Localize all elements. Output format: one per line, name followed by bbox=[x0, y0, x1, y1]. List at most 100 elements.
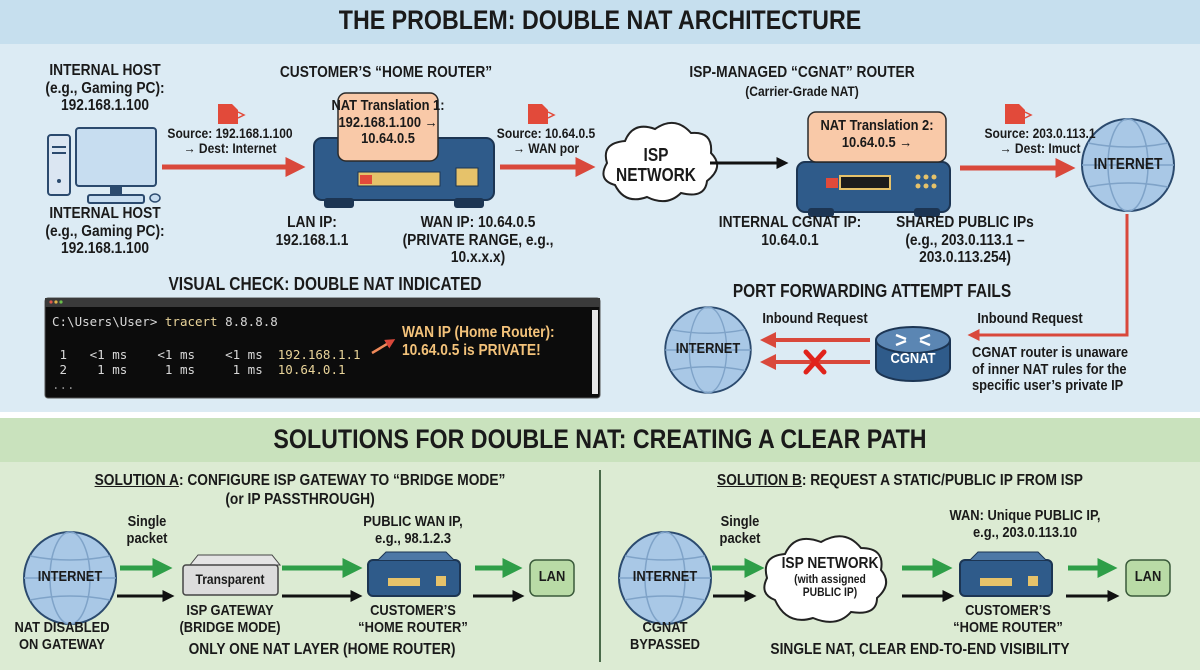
ip-title: SHARED PUBLIC IPs bbox=[896, 214, 1034, 231]
terminal-ellipsis: ... bbox=[52, 377, 75, 392]
lan-box bbox=[1125, 559, 1171, 597]
internet-label: INTERNET bbox=[37, 568, 103, 585]
solution-a-text: : CONFIGURE ISP GATEWAY TO “BRIDGE MODE” bbox=[178, 472, 506, 489]
problem-title: THE PROBLEM: DOUBLE NAT ARCHITECTURE bbox=[338, 5, 862, 35]
packet-source: Source: 203.0.113.1 bbox=[984, 125, 1096, 141]
ip-range: 203.0.113.254) bbox=[919, 249, 1011, 267]
lan-ip-title: LAN IP: bbox=[287, 214, 337, 231]
wan-ip-range: (PRIVATE RANGE, e.g., bbox=[402, 231, 554, 249]
host-ip: 192.168.1.100 bbox=[60, 97, 150, 115]
cloud-line: PUBLIC IP) bbox=[802, 584, 858, 599]
cloud-icon bbox=[763, 535, 888, 623]
note-line: CGNAT router is unaware bbox=[972, 344, 1129, 361]
solution-b-label: SOLUTION B bbox=[717, 472, 802, 489]
label-line: (BRIDGE MODE) bbox=[179, 618, 281, 636]
packet-dest: → Dest: Internet bbox=[183, 140, 277, 157]
nat-line: 10.64.0.5 → bbox=[841, 133, 913, 151]
packet-source: Source: 192.168.1.100 bbox=[167, 125, 293, 141]
terminal-annotation: WAN IP (Home Router): 10.64.0.5 is PRIVA… bbox=[402, 324, 555, 359]
packet1-label: Source: 192.168.1.100 → Dest: Internet bbox=[167, 125, 293, 157]
packet3-label: Source: 203.0.113.1 → Dest: Imuct bbox=[984, 125, 1096, 157]
internet-label: INTERNET bbox=[632, 568, 698, 585]
host-label-bottom: INTERNAL HOST (e.g., Gaming PC): 192.168… bbox=[45, 205, 164, 258]
note-line: BYPASSED bbox=[629, 635, 701, 653]
label-line: “HOME ROUTER” bbox=[953, 618, 1063, 636]
label-line: “HOME ROUTER” bbox=[358, 618, 468, 636]
annotation-line: WAN IP (Home Router): bbox=[402, 324, 555, 341]
public-wan-ip-label: PUBLIC WAN IP,e.g., 98.1.2.3 bbox=[363, 513, 463, 547]
host-name: INTERNAL HOST bbox=[49, 62, 161, 79]
packet-line: packet bbox=[126, 529, 168, 547]
hop-ip: 10.64.0.1 bbox=[277, 362, 346, 377]
wan-ip-label: WAN IP: 10.64.0.5 (PRIVATE RANGE, e.g., … bbox=[403, 214, 554, 267]
cgnat-router-icon bbox=[796, 111, 951, 217]
times: 1 ms 1 ms 1 ms bbox=[67, 362, 278, 377]
packet-line: Single bbox=[127, 513, 167, 530]
label-line: CUSTOMER’S bbox=[370, 602, 456, 619]
solutions-title-band bbox=[0, 418, 1200, 462]
internet-label: INTERNET bbox=[1093, 156, 1163, 173]
isp-gateway-icon bbox=[182, 554, 282, 596]
host-name: INTERNAL HOST bbox=[49, 205, 161, 222]
packet-dest: → Dest: Imuct bbox=[999, 140, 1081, 157]
note-line: CGNAT bbox=[642, 619, 688, 636]
note-line: of inner NAT rules for the bbox=[972, 360, 1127, 378]
solution-b-heading: SOLUTION B: REQUEST A STATIC/PUBLIC IP F… bbox=[717, 472, 1083, 490]
lan-label: LAN bbox=[538, 568, 566, 585]
terminal-prompt-line: C:\Users\User> tracert 8.8.8.8 bbox=[52, 314, 278, 329]
isp-line: ISP bbox=[643, 145, 669, 165]
nat-translation-2: NAT Translation 2: 10.64.0.5 → bbox=[820, 117, 933, 151]
label-line: WAN: Unique PUBLIC IP, bbox=[949, 507, 1101, 524]
solution-a-footer: ONLY ONE NAT LAYER (HOME ROUTER) bbox=[188, 641, 456, 658]
cgnat-note: CGNAT router is unaware of inner NAT rul… bbox=[972, 344, 1129, 395]
packet-source: Source: 10.64.0.5 bbox=[496, 125, 596, 141]
ip-value: 10.64.0.1 bbox=[761, 231, 819, 249]
tracert-row: 2 1 ms 1 ms 1 ms 10.64.0.1 bbox=[52, 362, 346, 377]
label-line: ISP GATEWAY bbox=[186, 602, 274, 619]
inbound-request-left: Inbound Request bbox=[762, 310, 868, 327]
label-line: CUSTOMER’S bbox=[965, 602, 1051, 619]
lan-box bbox=[529, 559, 575, 597]
home-router-icon bbox=[313, 92, 495, 208]
terminal-window bbox=[44, 297, 601, 399]
packet-line: packet bbox=[719, 529, 761, 547]
internet-label: INTERNET bbox=[675, 340, 741, 357]
tracert-row: 1 <1 ms <1 ms <1 ms 192.168.1.1 bbox=[52, 347, 361, 362]
prompt: C:\Users\User> bbox=[52, 314, 165, 329]
shared-public-ips: SHARED PUBLIC IPs (e.g., 203.0.113.1 – 2… bbox=[896, 214, 1034, 267]
host-label-top: INTERNAL HOST (e.g., Gaming PC): 192.168… bbox=[45, 62, 164, 115]
inbound-request-right: Inbound Request bbox=[977, 310, 1083, 327]
nat-line: 192.168.1.100 → bbox=[338, 113, 438, 131]
times: <1 ms <1 ms <1 ms bbox=[67, 347, 278, 362]
nat-translation-1: NAT Translation 1: 192.168.1.100 → 10.64… bbox=[331, 97, 445, 148]
solution-b-footer: SINGLE NAT, CLEAR END-TO-END VISIBILITY bbox=[770, 641, 1070, 658]
label-line: e.g., 98.1.2.3 bbox=[374, 529, 452, 547]
internal-cgnat-ip: INTERNAL CGNAT IP: 10.64.0.1 bbox=[719, 214, 861, 249]
nat-line: 10.64.0.5 bbox=[361, 130, 415, 147]
host-ip: 192.168.1.100 bbox=[60, 240, 150, 258]
note-line: specific user’s private IP bbox=[972, 377, 1124, 394]
cgnat-router-subtitle: (Carrier-Grade NAT) bbox=[745, 83, 859, 99]
label-line: e.g., 203.0.113.10 bbox=[972, 523, 1078, 541]
hop-ip: 192.168.1.1 bbox=[277, 347, 361, 362]
inbound-request-line bbox=[967, 214, 1129, 341]
home-router-label: CUSTOMER’S“HOME ROUTER” bbox=[358, 602, 468, 636]
label-line: PUBLIC WAN IP, bbox=[363, 513, 463, 530]
cloud-title: ISP NETWORK bbox=[781, 555, 879, 572]
cgnat-puck-icon bbox=[875, 326, 951, 382]
note-line: NAT DISABLED bbox=[14, 619, 110, 636]
isp-network-label: ISP NETWORK bbox=[616, 145, 696, 186]
home-router-label: CUSTOMER’S“HOME ROUTER” bbox=[953, 602, 1063, 636]
home-router-title: CUSTOMER’S “HOME ROUTER” bbox=[279, 64, 493, 81]
lan-label: LAN bbox=[1134, 568, 1162, 585]
wan-ip-example: 10.x.x.x) bbox=[450, 249, 506, 267]
nat-line: NAT Translation 1: bbox=[331, 97, 445, 114]
ip-title: INTERNAL CGNAT IP: bbox=[718, 214, 862, 231]
ip-range: (e.g., 203.0.113.1 – bbox=[905, 231, 1025, 249]
hop: 1 bbox=[52, 347, 68, 362]
home-router-icon bbox=[959, 551, 1053, 597]
